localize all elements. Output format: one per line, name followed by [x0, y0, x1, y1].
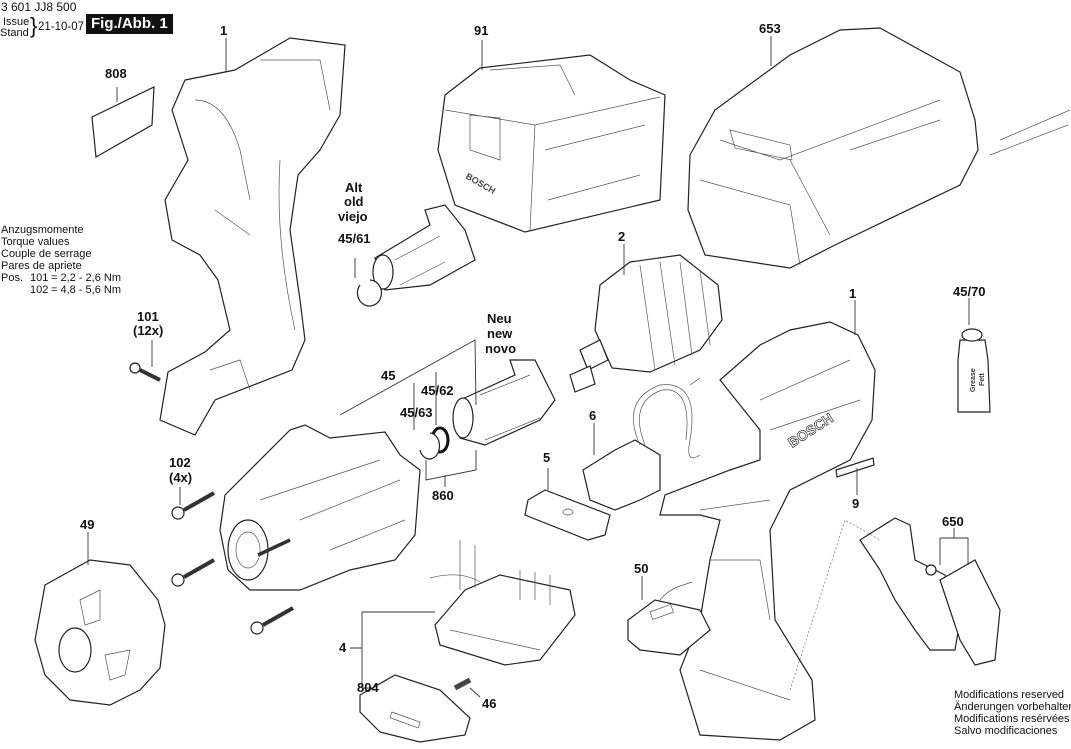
- callout-91: 91: [474, 23, 489, 38]
- nameplate-9: [835, 457, 875, 495]
- screw-101: [129, 340, 161, 382]
- torque-pos-label: Pos.: [1, 272, 24, 284]
- grease-tube: Grease Fett: [957, 298, 991, 413]
- callout-653: 653: [759, 21, 781, 36]
- torque-pos-102: 102: [30, 284, 49, 296]
- callout-50: 50: [634, 561, 649, 576]
- callout-45-63: 45/63: [400, 405, 433, 420]
- issue-date: 21-10-07: [38, 21, 85, 33]
- footer-note-fr: Modifications resérvées: [954, 713, 1070, 725]
- callout-45-62: 45/62: [421, 383, 454, 398]
- fett-text: Fett: [979, 373, 986, 387]
- new-label-en: new: [487, 326, 513, 341]
- new-label-pt: novo: [485, 341, 517, 356]
- new-label-de: Neu: [487, 311, 512, 326]
- callout-650: 650: [942, 514, 964, 529]
- base-plate-804: [359, 674, 471, 743]
- old-label-en: old: [344, 194, 364, 209]
- callout-1-left: 1: [220, 23, 228, 38]
- housing-right-half: BOSCH: [659, 300, 876, 741]
- torque-range-101: = 2,2 - 2,6 Nm: [51, 272, 122, 284]
- screw-102-a: [171, 487, 215, 520]
- spring-46: [453, 677, 481, 698]
- gear-housing: [219, 424, 421, 591]
- issue-label: Issue: [3, 16, 30, 28]
- motor: [569, 244, 723, 393]
- screw-102-c: [250, 606, 294, 635]
- housing-left-half: [159, 37, 346, 436]
- battery-pack: BOSCH: [437, 40, 666, 233]
- callout-45: 45: [381, 368, 396, 383]
- callout-860: 860: [432, 488, 454, 503]
- callout-4: 4: [339, 640, 347, 655]
- switch-6: [582, 377, 701, 511]
- footer-note-en: Modifications reserved: [954, 689, 1065, 701]
- callout-101-qty: (12x): [133, 323, 164, 338]
- document-number: 3 601 JJ8 500: [1, 0, 77, 14]
- callout-9: 9: [852, 496, 860, 511]
- torque-title-es: Pares de apriete: [1, 260, 82, 272]
- footer-note-es: Salvo modificaciones: [954, 725, 1058, 737]
- callout-5: 5: [543, 450, 551, 465]
- torque-title-fr: Couple de serrage: [1, 248, 92, 260]
- old-label-de: Alt: [345, 180, 363, 195]
- screw-102-b: [171, 558, 215, 587]
- stand-label: Stand: [0, 27, 29, 39]
- callout-49: 49: [80, 517, 95, 532]
- footer-note-de: Änderungen vorbehalten: [954, 701, 1071, 713]
- direction-button-5: [524, 468, 611, 541]
- brace-glyph: }: [30, 13, 38, 38]
- label-sticker-808: [91, 86, 155, 158]
- grease-text: Grease: [970, 368, 977, 392]
- torque-title-de: Anzugsmomente: [1, 224, 84, 236]
- callout-101: 101: [137, 309, 159, 324]
- retaining-ring-45-61: [354, 258, 383, 307]
- anvil-old: [372, 204, 476, 291]
- callout-6: 6: [589, 408, 597, 423]
- figure-label: Fig./Abb. 1: [86, 14, 173, 34]
- callout-808: 808: [105, 66, 127, 81]
- torque-range-102: = 4,8 - 5,6 Nm: [51, 284, 122, 296]
- anvil-new: [452, 359, 556, 446]
- electronics-module: [350, 540, 576, 689]
- torque-pos-101: 101: [30, 272, 49, 284]
- callout-804: 804: [357, 680, 379, 695]
- callout-2: 2: [618, 229, 626, 244]
- torque-title-en: Torque values: [1, 236, 70, 248]
- charger: [687, 27, 1071, 269]
- callout-bracket-45: [339, 339, 477, 487]
- callout-102-qty: (4x): [169, 470, 193, 485]
- callout-1-right: 1: [849, 286, 857, 301]
- belt-clip-650: [789, 517, 1001, 691]
- callout-46: 46: [482, 696, 497, 711]
- display-module-50: [627, 576, 711, 656]
- old-label-es: viejo: [338, 209, 368, 224]
- callout-102: 102: [169, 455, 191, 470]
- front-cap-49: [34, 532, 166, 706]
- callout-45-70: 45/70: [953, 284, 986, 299]
- callout-45-61: 45/61: [338, 231, 371, 246]
- retaining-ring-45-63: [419, 432, 441, 460]
